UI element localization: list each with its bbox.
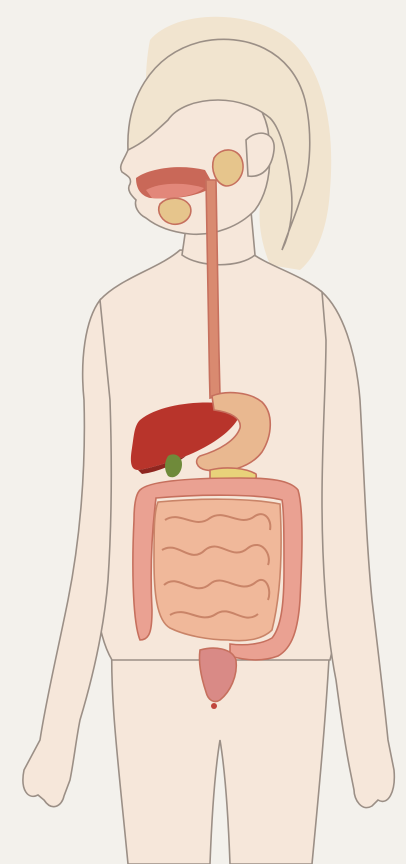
salivary-gland-parotid <box>213 150 243 186</box>
small-intestine <box>154 499 281 640</box>
anus <box>211 703 217 709</box>
salivary-gland-submandibular <box>159 198 191 224</box>
